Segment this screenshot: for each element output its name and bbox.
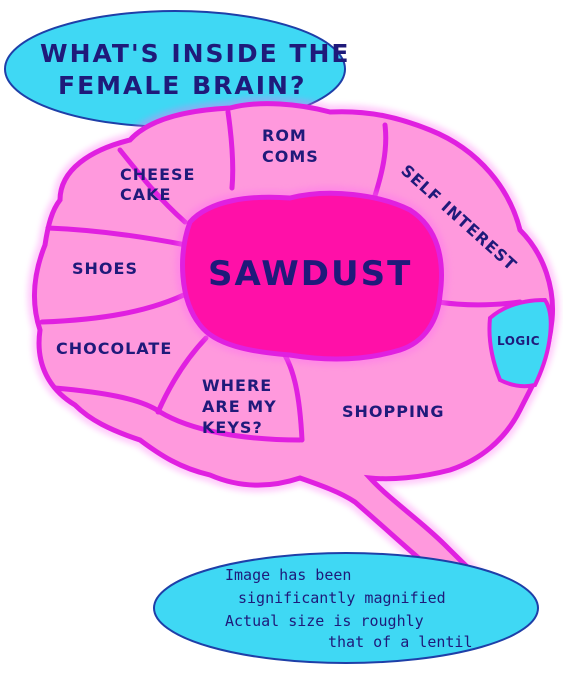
sawdust-region xyxy=(180,190,444,362)
cheese-cake-label-line2: CAKE xyxy=(120,185,171,204)
where-keys-label-line1: WHERE xyxy=(202,376,272,395)
where-keys-label-line2: ARE MY xyxy=(202,397,277,416)
note-bubble xyxy=(153,552,539,664)
logic-label: LOGIC xyxy=(497,334,540,348)
note-line3: Actual size is roughly xyxy=(225,612,424,630)
shopping-label: SHOPPING xyxy=(342,402,444,421)
note-line4: that of a lentil xyxy=(328,633,473,651)
chocolate-label: CHOCOLATE xyxy=(56,339,172,358)
logic-region xyxy=(487,297,553,389)
note-line2: significantly magnified xyxy=(238,589,446,607)
sawdust-label: SAWDUST xyxy=(208,254,412,294)
where-keys-label-line3: KEYS? xyxy=(202,418,263,437)
title-line2: FEMALE BRAIN? xyxy=(58,71,306,100)
title-line1: WHAT'S INSIDE THE xyxy=(40,39,350,68)
shoes-label: SHOES xyxy=(72,259,138,278)
rom-coms-label-line1: ROM xyxy=(262,126,307,145)
rom-coms-label-line2: COMS xyxy=(262,147,319,166)
note-line1: Image has been xyxy=(225,566,351,584)
cheese-cake-label-line1: CHEESE xyxy=(120,165,195,184)
